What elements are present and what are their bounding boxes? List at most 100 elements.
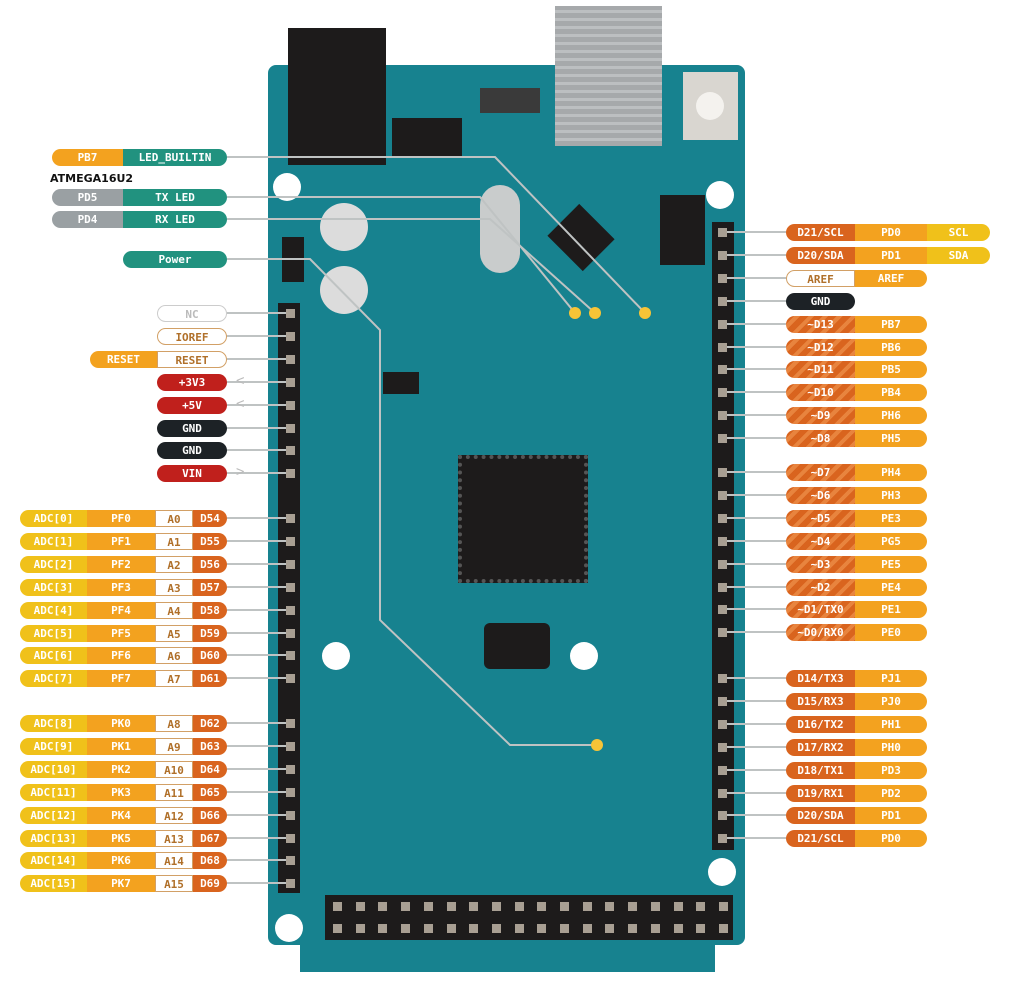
header-pin[interactable]: [286, 628, 295, 638]
header-pin[interactable]: [286, 810, 295, 820]
header-pin[interactable]: [491, 924, 501, 933]
header-pin[interactable]: [401, 902, 411, 911]
header-pin[interactable]: [718, 250, 727, 260]
header-pin[interactable]: [718, 513, 727, 523]
header-pin[interactable]: [718, 434, 727, 444]
header-pin[interactable]: [560, 902, 569, 911]
digital-pin-label: D65: [193, 783, 227, 801]
header-pin[interactable]: [286, 582, 295, 592]
header-pin[interactable]: [718, 605, 727, 615]
header-pin[interactable]: [650, 924, 660, 933]
header-pin[interactable]: [718, 834, 727, 844]
header-pin[interactable]: [286, 651, 295, 661]
header-pin[interactable]: [718, 490, 727, 500]
header-pin[interactable]: [718, 719, 727, 729]
header-pin[interactable]: [718, 696, 727, 706]
header-pin[interactable]: [718, 742, 727, 752]
port-label: PB6: [855, 338, 927, 356]
header-pin[interactable]: [605, 924, 615, 933]
header-pin[interactable]: [286, 674, 295, 684]
header-pin[interactable]: [718, 582, 727, 592]
header-pin[interactable]: [286, 536, 295, 546]
header-pin[interactable]: [718, 365, 727, 375]
header-pin[interactable]: [673, 902, 683, 911]
header-pin[interactable]: [718, 342, 727, 352]
header-pin[interactable]: [333, 902, 342, 911]
header-pin[interactable]: [718, 628, 727, 638]
header-pin[interactable]: [718, 811, 727, 821]
header-pin[interactable]: [718, 388, 727, 398]
header-pin[interactable]: [514, 902, 524, 911]
header-pin[interactable]: [718, 674, 727, 683]
header-pin[interactable]: [582, 924, 592, 933]
header-pin[interactable]: [491, 902, 501, 911]
header-pin[interactable]: [355, 902, 365, 911]
header-pin[interactable]: [718, 296, 727, 306]
header-pin[interactable]: [718, 788, 727, 798]
pin-trace: [722, 722, 786, 725]
header-pin[interactable]: [378, 902, 388, 911]
header-pin[interactable]: [469, 924, 479, 933]
header-pin[interactable]: [718, 468, 727, 477]
header-pin[interactable]: [628, 924, 638, 933]
pin-trace: [227, 539, 290, 542]
header-pin[interactable]: [378, 924, 388, 933]
header-pin[interactable]: [718, 765, 727, 775]
header-pin[interactable]: [673, 924, 683, 933]
header-pin[interactable]: [286, 833, 295, 843]
header-pin[interactable]: [605, 902, 615, 911]
header-pin[interactable]: [286, 787, 295, 797]
header-pin[interactable]: [355, 924, 365, 933]
header-pin[interactable]: [718, 536, 727, 546]
header-pin[interactable]: [537, 902, 547, 911]
header-pin[interactable]: [286, 879, 295, 889]
header-pin[interactable]: [286, 377, 295, 387]
header-pin[interactable]: [560, 924, 569, 933]
header-pin[interactable]: [718, 228, 727, 237]
digital-pin-label: D67: [193, 829, 227, 847]
header-pin[interactable]: [628, 902, 638, 911]
header-pin[interactable]: [286, 309, 295, 318]
pin-trace: [722, 539, 786, 542]
digital-pin-label: ~D8: [786, 430, 855, 448]
adc-label: ADC[12]: [20, 806, 87, 824]
header-pin[interactable]: [718, 319, 727, 329]
header-pin[interactable]: [514, 924, 524, 933]
header-pin[interactable]: [286, 514, 295, 523]
header-pin[interactable]: [286, 354, 295, 364]
led-label: LED_BUILTIN: [123, 149, 227, 166]
header-pin[interactable]: [286, 764, 295, 774]
header-pin[interactable]: [286, 446, 295, 456]
reset-button[interactable]: [683, 72, 738, 140]
header-pin[interactable]: [469, 902, 479, 911]
header-pin[interactable]: [286, 423, 295, 433]
header-pin[interactable]: [286, 605, 295, 615]
header-pin[interactable]: [582, 902, 592, 911]
header-pin[interactable]: [286, 331, 295, 341]
header-pin[interactable]: [423, 902, 433, 911]
header-pin[interactable]: [718, 902, 728, 911]
header-pin[interactable]: [286, 469, 295, 479]
adc-label: ADC[2]: [20, 555, 87, 573]
header-pin[interactable]: [286, 559, 295, 569]
header-pin[interactable]: [286, 719, 295, 728]
header-pin[interactable]: [696, 924, 706, 933]
header-pin[interactable]: [286, 856, 295, 866]
header-pin[interactable]: [423, 924, 433, 933]
header-pin[interactable]: [718, 411, 727, 421]
header-pin[interactable]: [718, 924, 728, 933]
port-label: PD1: [855, 807, 927, 825]
port-label: PD0: [855, 224, 927, 241]
header-pin[interactable]: [650, 902, 660, 911]
header-pin[interactable]: [718, 273, 727, 283]
header-pin[interactable]: [286, 741, 295, 751]
header-pin[interactable]: [286, 400, 295, 410]
header-pin[interactable]: [446, 924, 456, 933]
header-pin[interactable]: [446, 902, 456, 911]
header-pin[interactable]: [537, 924, 547, 933]
header-pin[interactable]: [401, 924, 411, 933]
analog-pin-label: A2: [155, 555, 193, 573]
header-pin[interactable]: [718, 559, 727, 569]
header-pin[interactable]: [333, 924, 342, 933]
header-pin[interactable]: [696, 902, 706, 911]
